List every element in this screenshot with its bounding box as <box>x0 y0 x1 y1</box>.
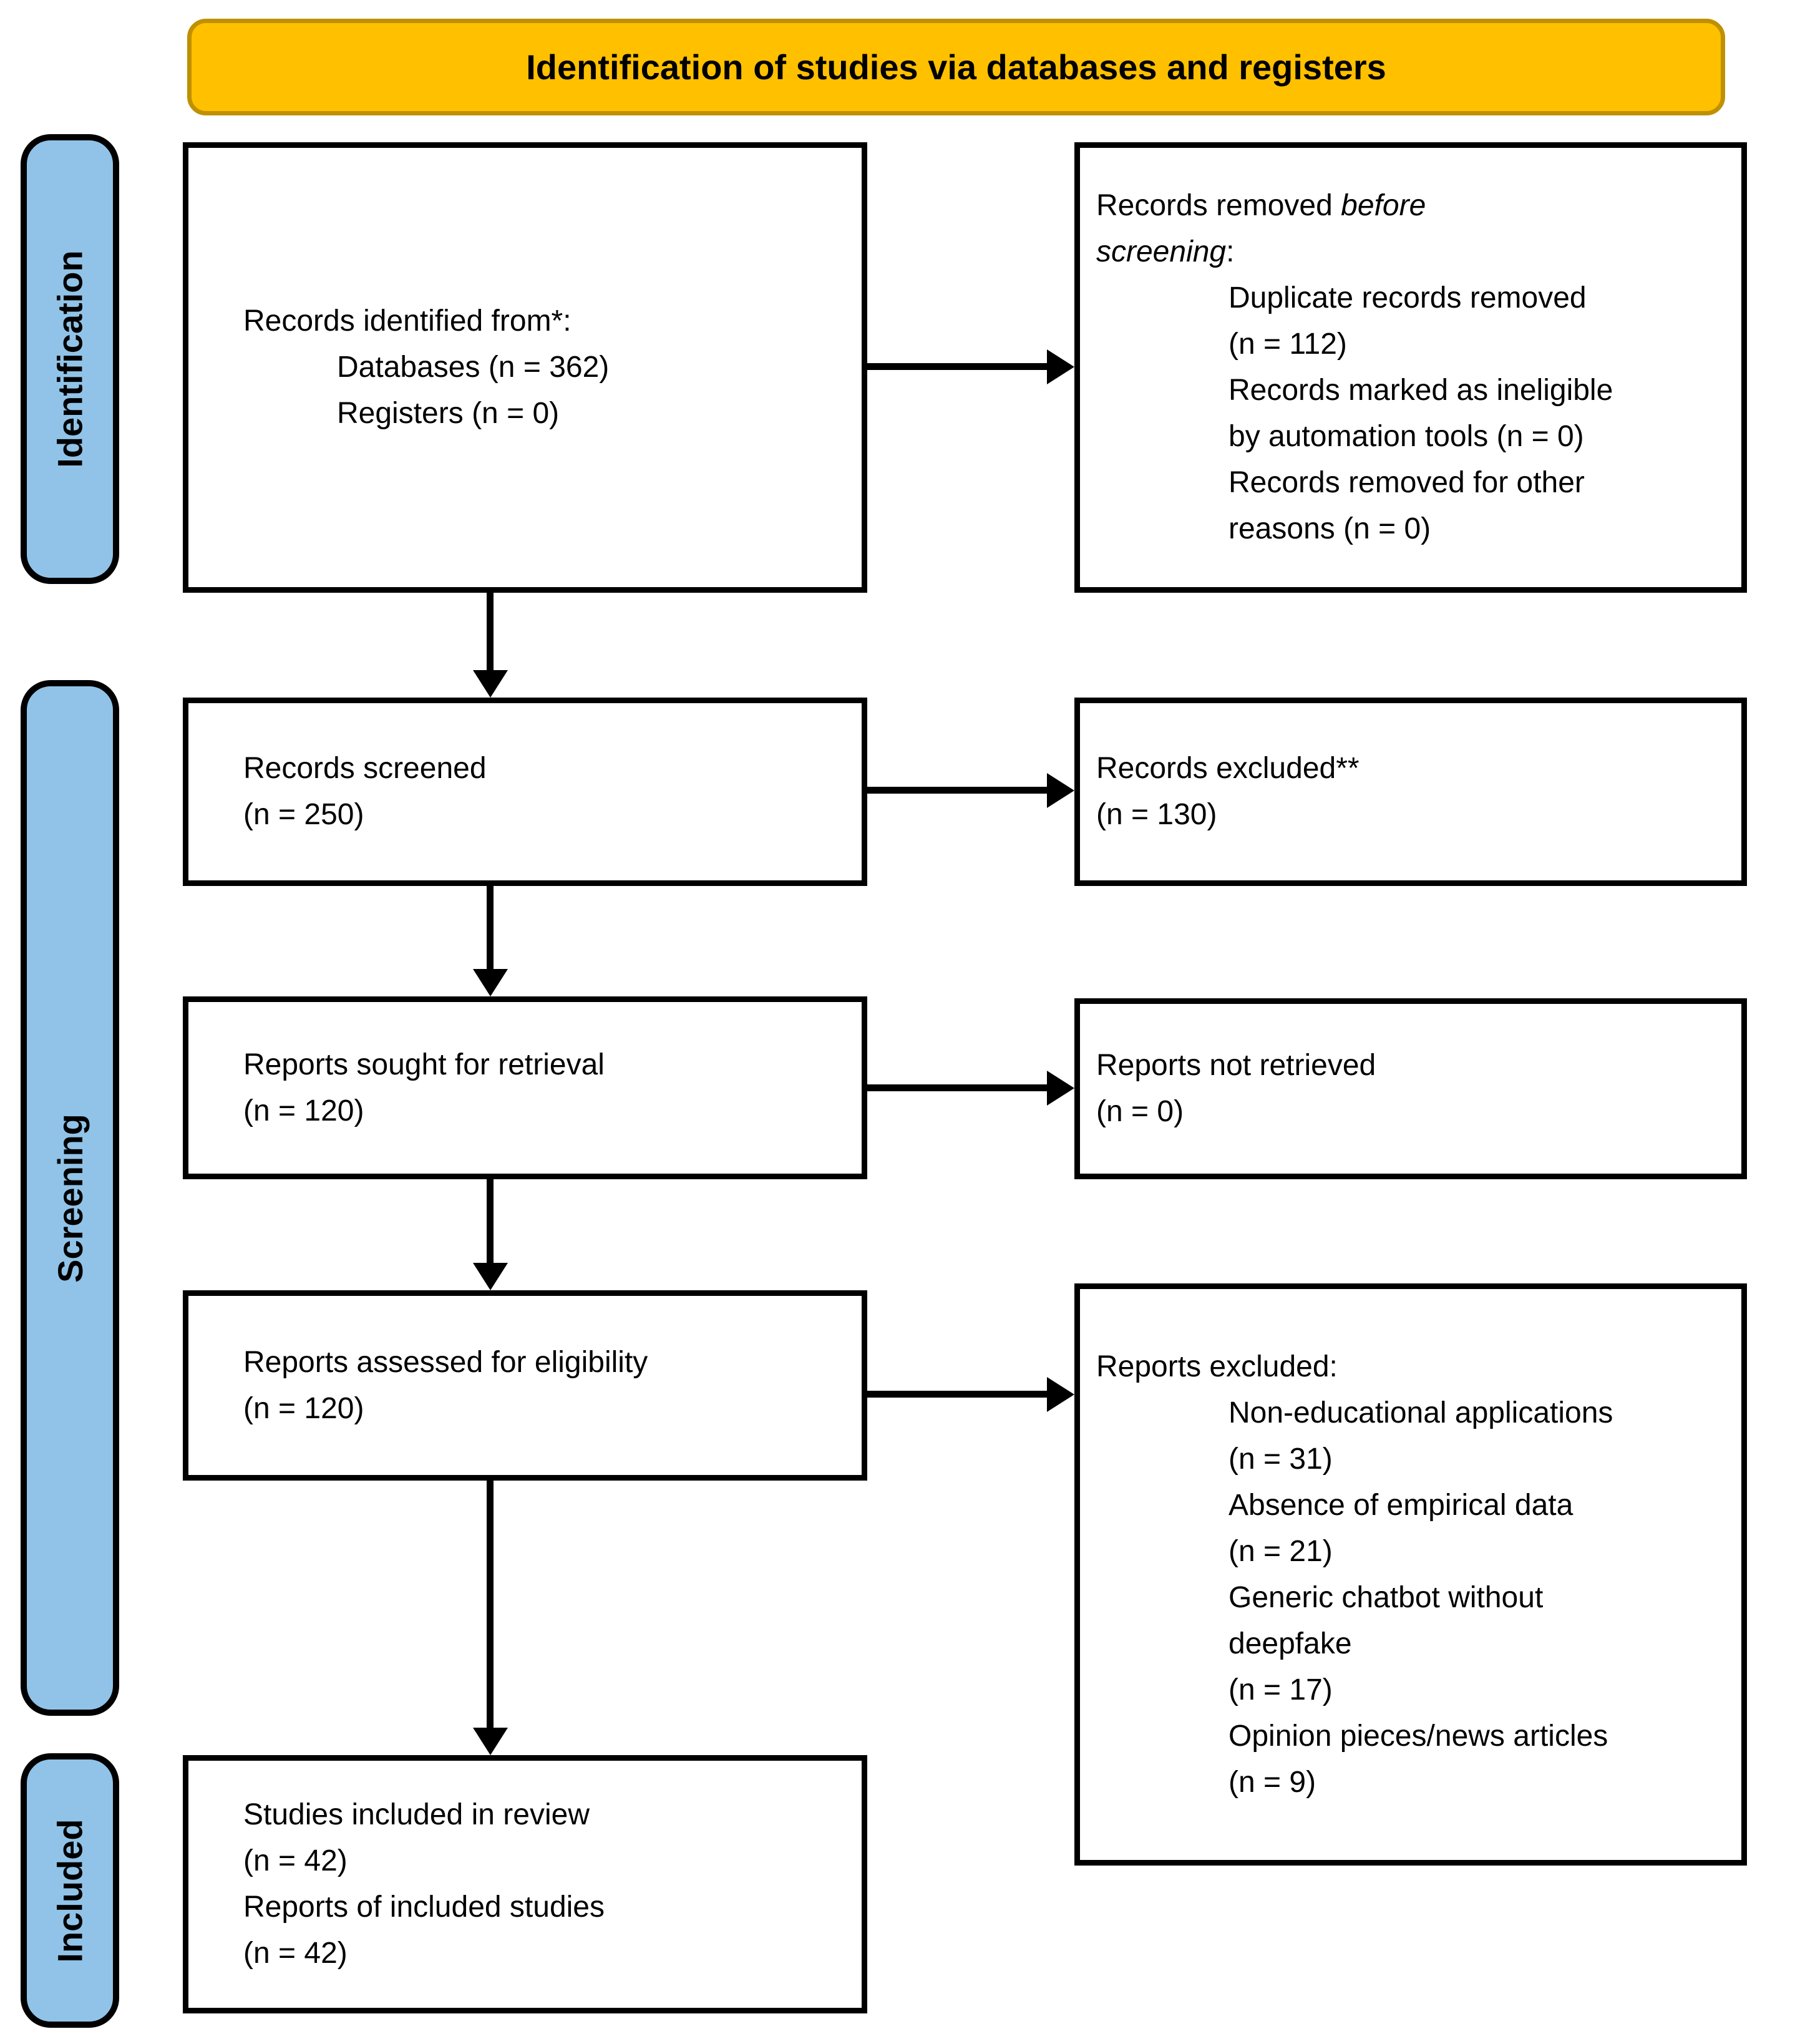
box-reports-sought: Reports sought for retrieval (n = 120) <box>183 996 867 1179</box>
text-line: screening: <box>1096 229 1724 275</box>
text-line: (n = 9) <box>1228 1765 1316 1799</box>
text-segment-italic: screening <box>1096 235 1227 268</box>
text-line: Duplicate records removed <box>1228 281 1587 314</box>
text-segment: : <box>1226 235 1235 268</box>
arrow-down-sought-to-assessed <box>472 1179 508 1290</box>
text-line: Non-educational applications <box>1228 1396 1613 1429</box>
box-records-screened: Records screened (n = 250) <box>183 698 867 886</box>
text-line: Reports not retrieved <box>1096 1049 1376 1082</box>
box-reports-not-retrieved: Reports not retrieved (n = 0) <box>1074 998 1747 1179</box>
box-reports-assessed: Reports assessed for eligibility (n = 12… <box>183 1290 867 1481</box>
text-line: (n = 31) <box>1228 1442 1333 1476</box>
arrow-down-screened-to-sought <box>472 886 508 996</box>
text-line: (n = 130) <box>1096 798 1217 831</box>
text-line: Databases (n = 362) <box>337 351 610 384</box>
arrow-right-identified-to-removed <box>867 349 1074 384</box>
stage-label-identification-text: Identification <box>50 250 90 468</box>
banner: Identification of studies via databases … <box>187 19 1725 115</box>
text-line: (n = 120) <box>243 1391 364 1425</box>
box-reports-excluded: Reports excluded: Non-educational applic… <box>1074 1283 1747 1866</box>
text-segment-italic: before <box>1341 189 1426 222</box>
text-line: Registers (n = 0) <box>337 397 560 430</box>
text-line: Absence of empirical data <box>1228 1488 1574 1522</box>
text-line: (n = 120) <box>243 1094 364 1127</box>
arrow-down-assessed-to-included <box>472 1481 508 1755</box>
text-line: by automation tools (n = 0) <box>1228 420 1584 453</box>
text-line: (n = 0) <box>1096 1095 1184 1128</box>
stage-label-included: Included <box>21 1753 119 2028</box>
text-line: Opinion pieces/news articles <box>1228 1719 1608 1753</box>
arrow-right-assessed-to-excluded <box>867 1376 1074 1412</box>
text-line: Generic chatbot without <box>1228 1580 1544 1614</box>
stage-label-identification: Identification <box>21 134 119 584</box>
text-segment: Records removed <box>1096 189 1341 222</box>
text-line: (n = 42) <box>243 1937 348 1970</box>
text-line: deepfake <box>1228 1627 1352 1660</box>
text-line: Reports sought for retrieval <box>243 1048 605 1081</box>
text-line: Records marked as ineligible <box>1228 374 1613 407</box>
text-line: (n = 250) <box>243 798 364 831</box>
stage-label-included-text: Included <box>50 1818 90 1963</box>
arrow-right-screened-to-excluded <box>867 772 1074 808</box>
text-line: (n = 21) <box>1228 1534 1333 1568</box>
text-line: Reports of included studies <box>243 1891 605 1924</box>
box-studies-included: Studies included in review (n = 42) Repo… <box>183 1755 867 2013</box>
text-line: Records screened <box>243 752 487 785</box>
text-line: Records removed before <box>1096 183 1724 229</box>
box-records-removed: Records removed before screening: Duplic… <box>1074 142 1747 593</box>
stage-label-screening: Screening <box>21 680 119 1716</box>
arrow-right-sought-to-not-retrieved <box>867 1070 1074 1106</box>
banner-title: Identification of studies via databases … <box>526 47 1386 87</box>
text-line: Records identified from*: <box>243 304 572 338</box>
box-records-excluded: Records excluded** (n = 130) <box>1074 698 1747 886</box>
stage-label-screening-text: Screening <box>50 1113 90 1283</box>
text-line: (n = 17) <box>1228 1673 1333 1706</box>
text-line: (n = 42) <box>243 1844 348 1877</box>
text-line: Studies included in review <box>243 1798 590 1831</box>
text-line: reasons (n = 0) <box>1228 512 1431 545</box>
text-line: Records excluded** <box>1096 752 1360 785</box>
arrow-down-identified-to-screened <box>472 593 508 698</box>
text-line: Reports assessed for eligibility <box>243 1345 648 1379</box>
box-records-identified: Records identified from*: Databases (n =… <box>183 142 867 593</box>
text-line: Reports excluded: <box>1096 1350 1338 1383</box>
text-line: Records removed for other <box>1228 466 1585 499</box>
text-line: (n = 112) <box>1228 328 1347 361</box>
